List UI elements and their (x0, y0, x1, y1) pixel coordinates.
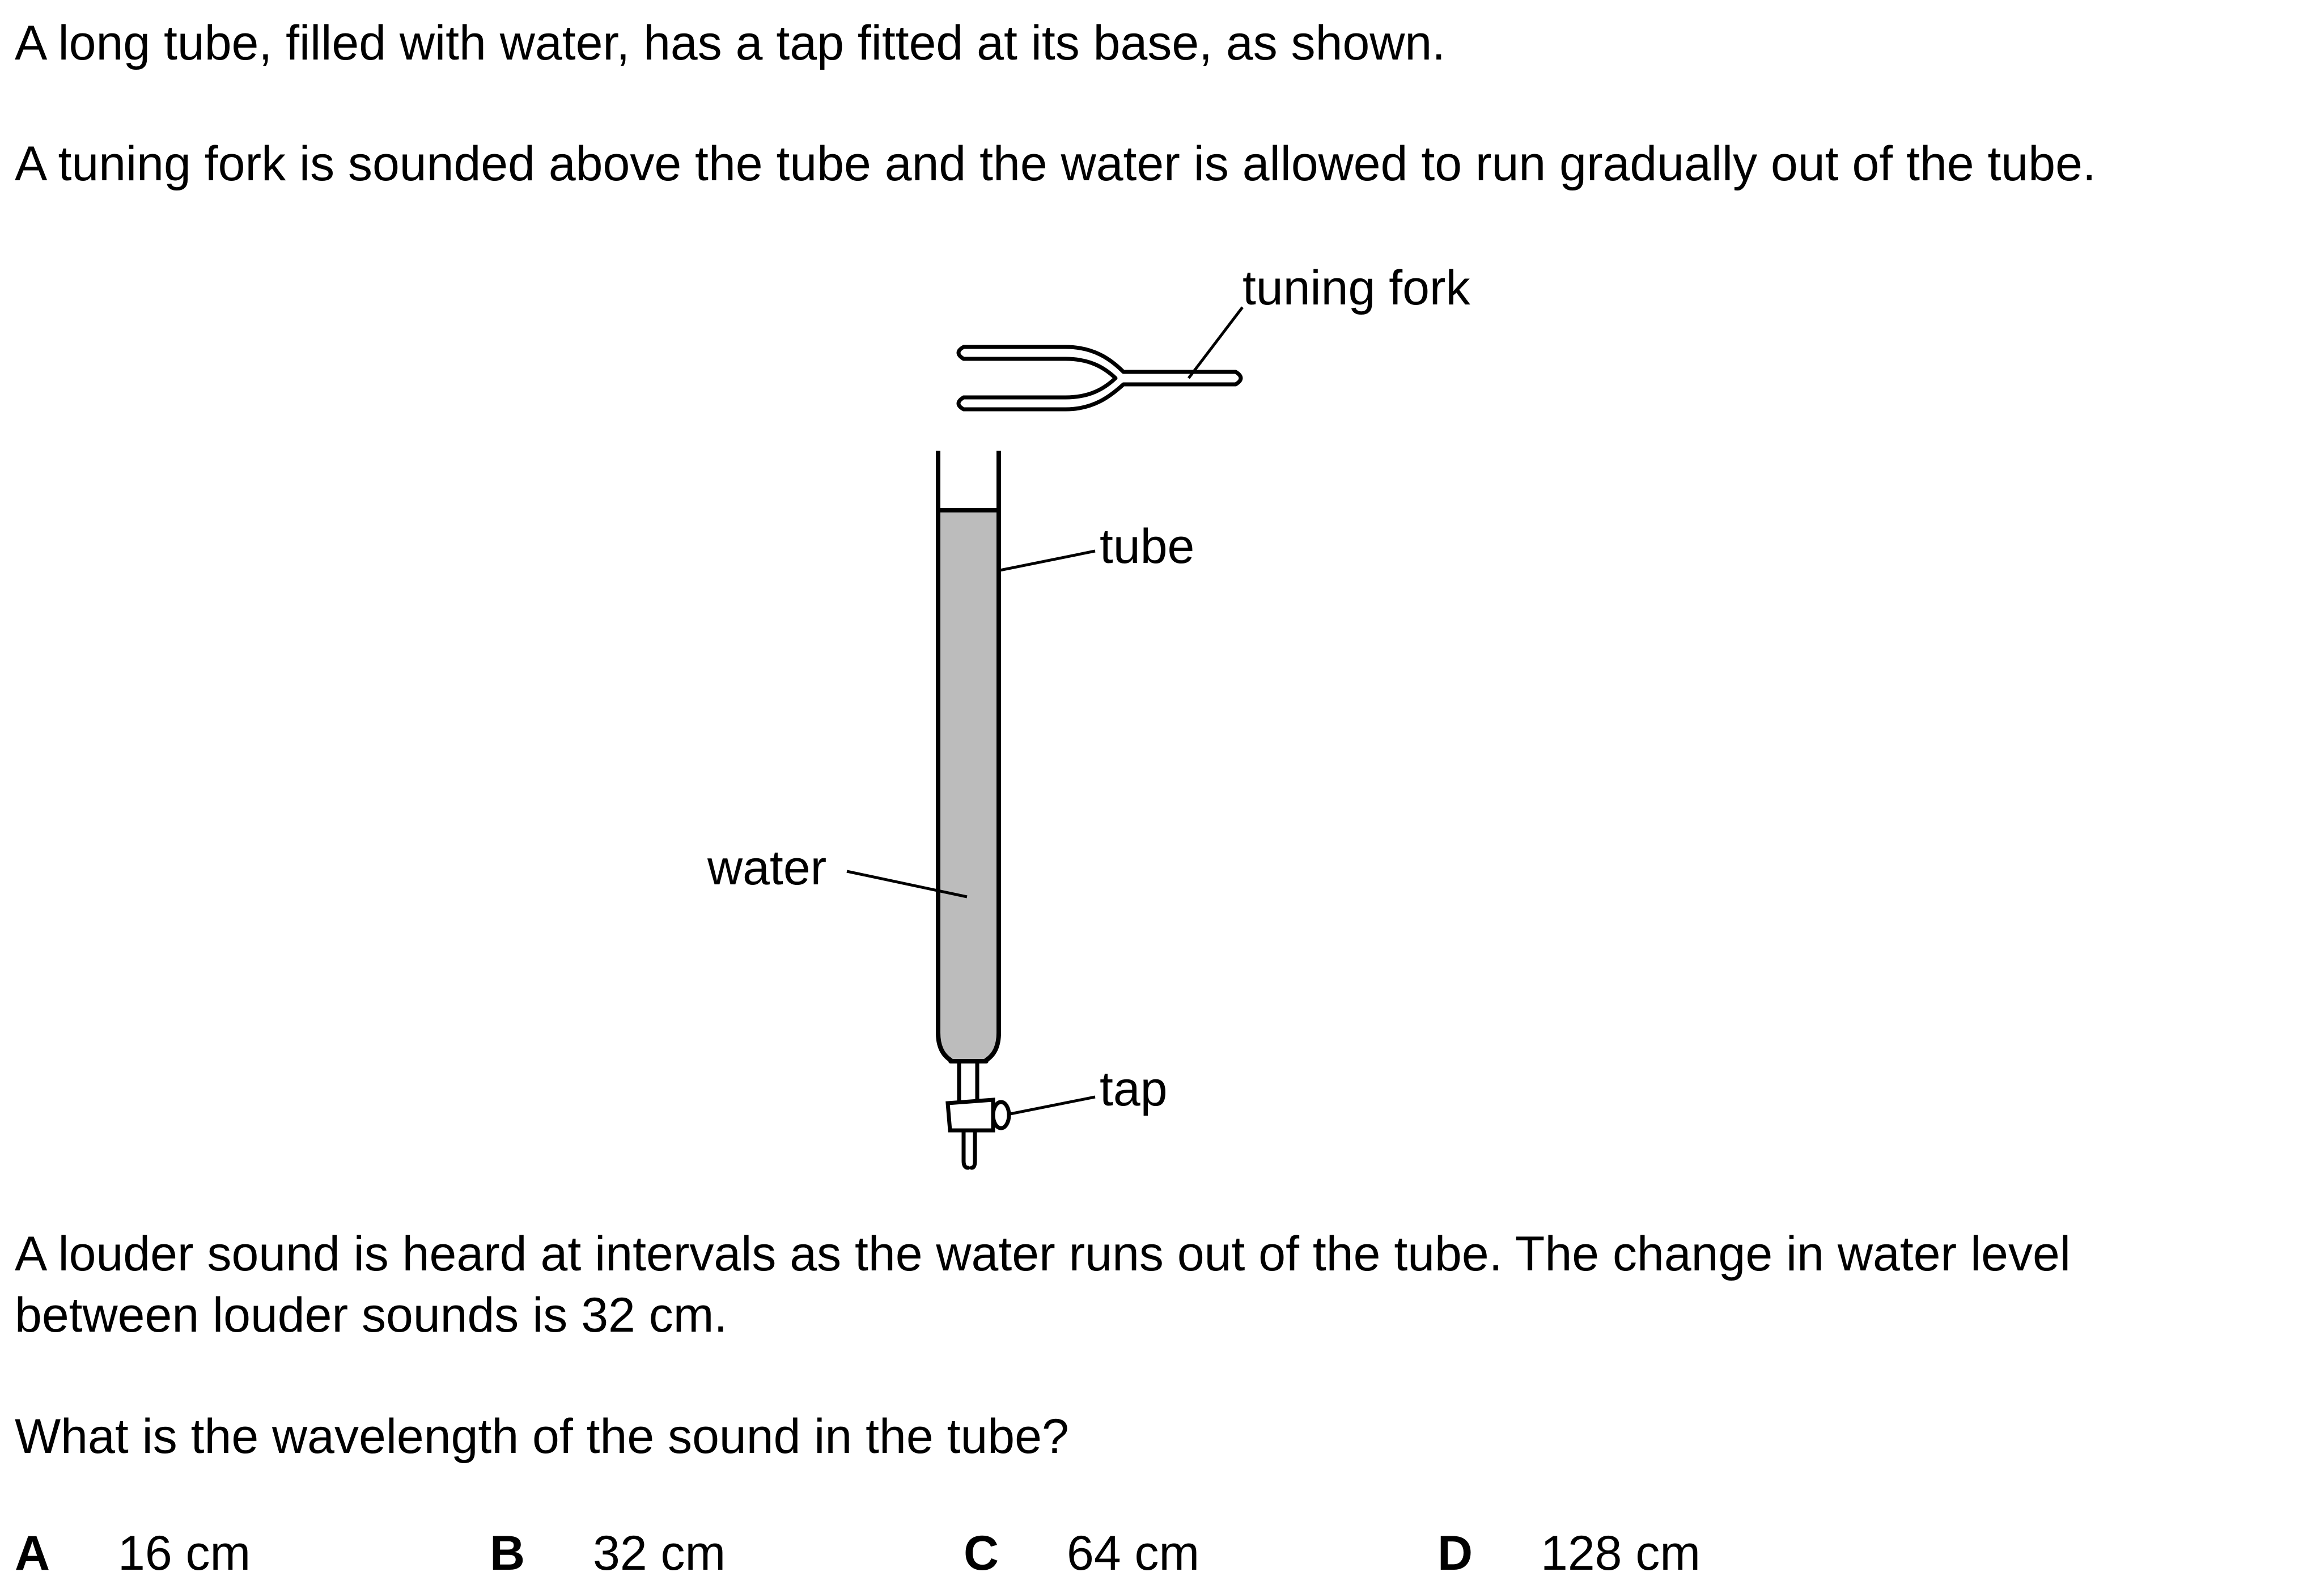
tube-leader-line (999, 549, 1096, 572)
option-a-letter: A (15, 1526, 50, 1580)
tuning-fork-leader-line (1188, 306, 1244, 379)
tuning-fork-label: tuning fork (1242, 261, 1471, 315)
option-d-value: 128 cm (1541, 1526, 1701, 1580)
water-column (936, 508, 1001, 1063)
tube-label: tube (1100, 519, 1194, 574)
water-label: water (707, 841, 826, 895)
tap-label: tap (1100, 1062, 1168, 1116)
tap-nozzle (961, 1128, 977, 1170)
tap-icon (945, 1098, 1011, 1133)
water-leader-line (846, 870, 968, 899)
option-c-value: 64 cm (1067, 1526, 1200, 1580)
intro-text-2: A tuning fork is sounded above the tube … (15, 137, 2096, 191)
question-prompt: What is the wavelength of the sound in t… (15, 1409, 1069, 1464)
tap-leader-line (1010, 1095, 1096, 1116)
statement-text-line-1: A louder sound is heard at intervals as … (15, 1227, 2071, 1281)
statement-text-line-2: between louder sounds is 32 cm. (15, 1288, 728, 1342)
option-a-value: 16 cm (118, 1526, 251, 1580)
tube-stem (957, 1060, 979, 1104)
option-c-letter: C (964, 1526, 999, 1580)
intro-text-1: A long tube, filled with water, has a ta… (15, 16, 1446, 70)
tuning-fork-icon (956, 345, 1243, 412)
option-b-letter: B (490, 1526, 525, 1580)
option-d-letter: D (1437, 1526, 1473, 1580)
option-b-value: 32 cm (593, 1526, 726, 1580)
